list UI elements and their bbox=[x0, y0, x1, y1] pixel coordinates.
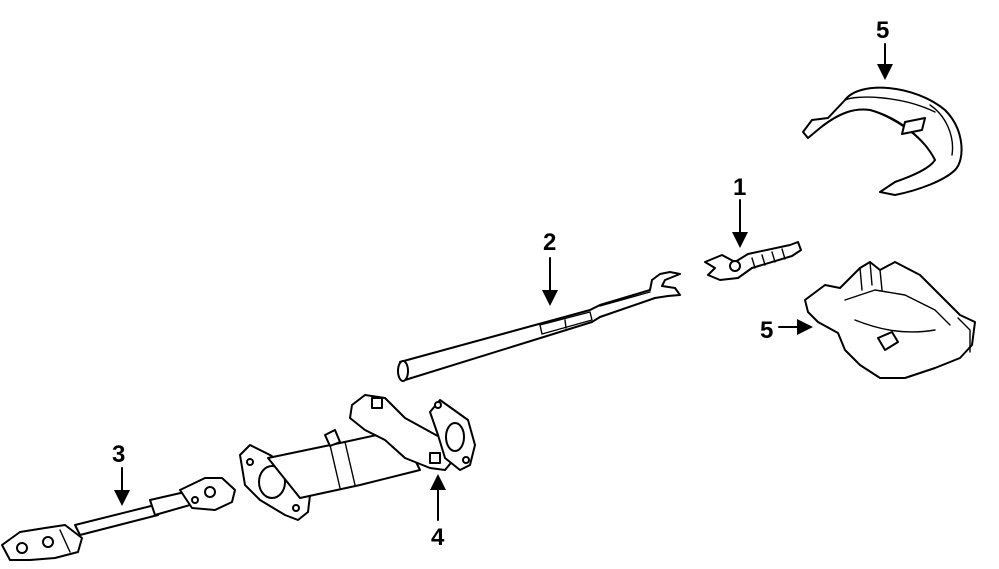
callout-5-top: 5 bbox=[876, 17, 889, 44]
upper-shroud-part bbox=[802, 86, 963, 196]
shift-rod-end-part bbox=[704, 241, 802, 281]
lower-shroud-part bbox=[804, 261, 976, 379]
callout-5-lower: 5 bbox=[760, 317, 773, 344]
callout-1: 1 bbox=[733, 174, 746, 201]
intermediate-shaft-part bbox=[1, 477, 236, 561]
callout-4: 4 bbox=[431, 524, 445, 551]
callout-2: 2 bbox=[543, 229, 556, 256]
steering-shaft-part bbox=[397, 271, 681, 382]
callout-3: 3 bbox=[112, 441, 125, 468]
column-housing-part bbox=[239, 394, 476, 521]
